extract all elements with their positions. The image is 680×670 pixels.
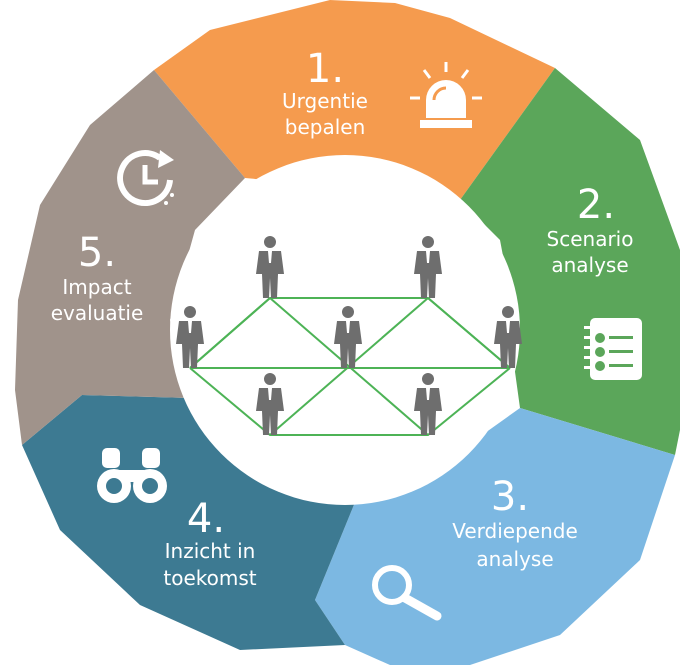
- segment-2-number: 2.: [577, 182, 615, 228]
- segment-3-label-line2: analyse: [476, 547, 553, 571]
- person-icon: [414, 236, 442, 298]
- segment-2-label-line2: analyse: [551, 253, 628, 277]
- person-icon: [494, 306, 522, 368]
- magnifier-icon: [372, 565, 442, 621]
- network-edge: [189, 297, 271, 369]
- segment-1-label-line2: bepalen: [285, 115, 366, 139]
- numbered-list-icon: [584, 318, 642, 380]
- person-icon: [256, 373, 284, 435]
- persons-group: [176, 236, 522, 435]
- segment-2-label-line1: Scenario: [547, 227, 634, 251]
- segment-5-number: 5.: [78, 230, 116, 276]
- segment-1-label-line1: Urgentie: [282, 89, 368, 113]
- siren-icon: [410, 62, 482, 128]
- network-edge: [427, 297, 511, 369]
- segment-4-label-line1: Inzicht in: [165, 539, 256, 563]
- person-icon: [256, 236, 284, 298]
- segment-3-number: 3.: [491, 474, 529, 520]
- segment-1-urgentie: [154, 0, 555, 200]
- segment-3-label-line1: Verdiepende: [452, 519, 578, 543]
- binoculars-icon: [97, 448, 167, 503]
- segment-5-label-line2: evaluatie: [51, 301, 144, 325]
- person-icon: [334, 306, 362, 368]
- person-icon: [176, 306, 204, 368]
- segment-5-label-line1: Impact: [62, 275, 131, 299]
- segment-4-label-line2: toekomst: [163, 566, 256, 590]
- network-edge: [189, 367, 511, 436]
- person-icon: [414, 373, 442, 435]
- clock-arrow-icon: [117, 150, 174, 207]
- segment-4-number: 4.: [187, 496, 225, 542]
- segment-1-number: 1.: [306, 46, 344, 92]
- segment-5-impact: [15, 70, 245, 445]
